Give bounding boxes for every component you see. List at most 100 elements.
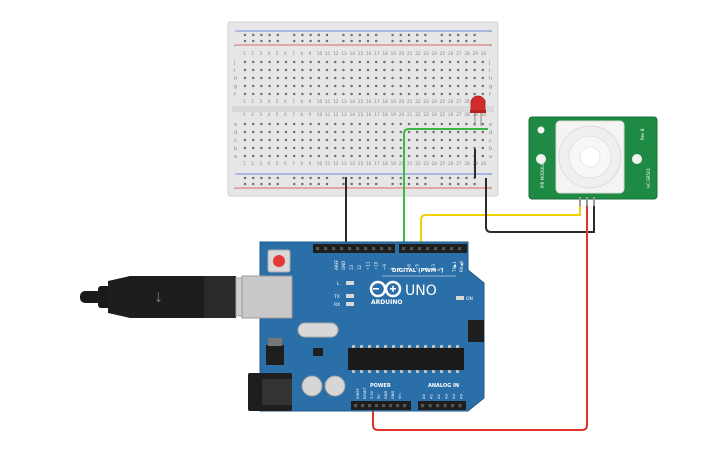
breadboard-column-number: 26 [448, 99, 454, 104]
breadboard-column-number: 11 [325, 99, 331, 104]
breadboard-row-letter: b [234, 146, 237, 152]
breadboard-column-number: 28 [464, 112, 470, 117]
breadboard-column-number: 4 [268, 51, 271, 56]
breadboard-column-number: 7 [292, 99, 295, 104]
digital-pin-label: ~3 [431, 264, 436, 270]
wire-red-5v [372, 204, 588, 431]
analog-header [418, 401, 466, 410]
power-pin-label: IOREF [356, 388, 360, 399]
breadboard-column-number: 7 [292, 51, 295, 56]
breadboard-column-number: 24 [432, 112, 438, 117]
breadboard-column-number: 19 [391, 161, 397, 166]
analog-pin-label: A2 [436, 393, 441, 399]
atmega-chip [348, 348, 464, 370]
rail-plus-top-right: + [488, 43, 492, 49]
breadboard-column-number: 11 [325, 51, 331, 56]
digital-pin-label: 12 [357, 264, 362, 270]
breadboard-column-number: 8 [300, 99, 303, 104]
power-pin-label: GND [384, 391, 388, 399]
digital-header-high [399, 244, 467, 253]
breadboard-row-letter: i [489, 68, 490, 74]
breadboard-column-number: 23 [423, 51, 429, 56]
breadboard-column-number: 13 [341, 51, 347, 56]
breadboard-column-number: 12 [333, 161, 339, 166]
breadboard-column-number: 12 [333, 112, 339, 117]
breadboard-column-number: 15 [358, 112, 364, 117]
breadboard-column-number: 16 [366, 99, 372, 104]
breadboard-row-letter: f [489, 92, 491, 98]
breadboard-row-letter: i [234, 68, 235, 74]
digital-pin-label: ~6 [406, 264, 411, 270]
breadboard-column-number: 22 [415, 112, 421, 117]
breadboard-column-number: 1 [243, 161, 246, 166]
breadboard-column-number: 10 [317, 112, 323, 117]
led-rx-label: RX [334, 302, 340, 308]
breadboard-column-number: 25 [440, 99, 446, 104]
breadboard-column-number: 2 [251, 112, 254, 117]
arduino-model: UNO [405, 283, 437, 299]
breadboard-column-number: 9 [309, 161, 312, 166]
breadboard-column-number: 5 [276, 112, 279, 117]
breadboard-column-number: 19 [391, 99, 397, 104]
breadboard-column-number: 16 [366, 161, 372, 166]
gnd-label: GND [341, 261, 346, 270]
breadboard-column-number: 14 [350, 161, 356, 166]
chip-pins [352, 345, 459, 373]
breadboard-column-number: 2 [251, 99, 254, 104]
power-pin-label: RESET [363, 387, 367, 399]
breadboard-column-number: 9 [309, 51, 312, 56]
breadboard-column-number: 4 [268, 161, 271, 166]
power-header [351, 401, 411, 410]
digital-pin-label: 8 [390, 267, 395, 270]
breadboard-column-number: 22 [415, 99, 421, 104]
breadboard-column-number: 14 [350, 112, 356, 117]
digital-pin-label: ~10 [374, 261, 379, 270]
rail-plus-bottom-left: + [233, 186, 237, 192]
breadboard-column-number: 1 [243, 112, 246, 117]
pir-side-text-right: HC-SR501 [646, 167, 651, 188]
breadboard-column-number: 21 [407, 99, 413, 104]
breadboard-row-letter: h [489, 76, 492, 82]
digital-pin-label: 2 [439, 267, 444, 270]
analog-pin-label: A5 [459, 393, 464, 399]
analog-pin-label: A3 [444, 393, 449, 399]
breadboard-column-number: 22 [415, 51, 421, 56]
breadboard-column-number: 1 [243, 99, 246, 104]
breadboard-column-number: 4 [268, 99, 271, 104]
led-on-label: ON [466, 296, 473, 302]
breadboard-column-number: 25 [440, 112, 446, 117]
breadboard-column-number: 28 [464, 51, 470, 56]
breadboard-column-number: 26 [448, 112, 454, 117]
digital-pin-label: ~5 [415, 264, 420, 270]
breadboard-column-number: 27 [456, 99, 462, 104]
breadboard-column-number: 19 [391, 112, 397, 117]
digital-header-low [313, 244, 395, 253]
led [470, 95, 486, 126]
breadboard-column-number: 3 [259, 112, 262, 117]
breadboard-column-number: 10 [317, 161, 323, 166]
breadboard-column-number: 19 [391, 51, 397, 56]
rx-pin-label: RX◀0 [459, 260, 464, 272]
breadboard-column-number: 2 [251, 161, 254, 166]
breadboard-row-letter: e [234, 122, 237, 128]
breadboard-column-number: 12 [333, 99, 339, 104]
breadboard-column-number: 9 [309, 99, 312, 104]
pir-side-text-left: PIR MODULE [540, 163, 545, 188]
breadboard-column-number: 20 [399, 112, 405, 117]
breadboard-column-number: 21 [407, 161, 413, 166]
power-pin-label: 3.3V [370, 390, 374, 399]
breadboard-column-number: 10 [317, 99, 323, 104]
breadboard-column-number: 22 [415, 161, 421, 166]
rail-plus-bottom-right: + [488, 186, 492, 192]
aref-label: AREF [334, 259, 339, 270]
breadboard-row-letter: a [489, 154, 492, 160]
breadboard-column-number: 27 [456, 161, 462, 166]
rail-minus-bottom-right: - [489, 172, 491, 178]
breadboard-column-number: 11 [325, 112, 331, 117]
breadboard-column-number: 13 [341, 161, 347, 166]
